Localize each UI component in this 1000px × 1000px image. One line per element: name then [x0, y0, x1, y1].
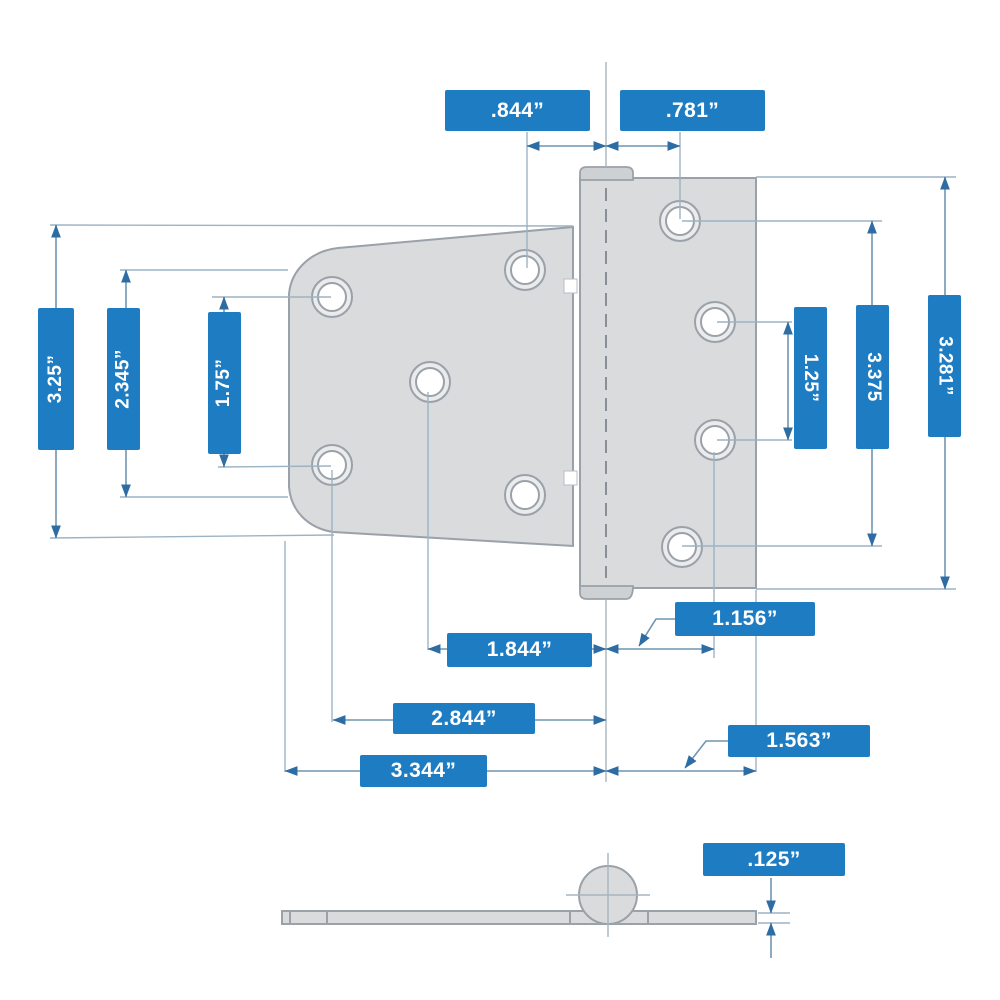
dim-label-1844: 1.844”	[447, 633, 592, 667]
dim-label-left-outer: 3.25”	[38, 308, 74, 450]
dim-label-right-middle: 3.375	[856, 305, 889, 449]
dim-label-1156: 1.156”	[675, 602, 815, 636]
barrel-cap-bottom	[579, 585, 634, 600]
extension-lines	[49, 62, 956, 782]
dim-label-top-left: .844”	[445, 90, 590, 131]
leader-1563	[684, 740, 729, 769]
dim-label-top-right: .781”	[620, 90, 765, 131]
screw-holes	[311, 200, 736, 568]
side-view	[281, 853, 790, 958]
dim-label-left-middle: 2.345”	[107, 308, 140, 450]
barrel-cap-top	[579, 166, 634, 181]
dim-label-thickness: .125”	[703, 843, 845, 876]
dim-label-right-outer: 3.281”	[928, 295, 961, 437]
knuckle-notch-bottom	[563, 470, 578, 486]
dim-label-1563: 1.563”	[728, 725, 870, 757]
front-view	[288, 166, 757, 600]
side-leaf-bar	[281, 910, 757, 925]
knuckle-notch-top	[563, 278, 578, 294]
leader-lines	[638, 618, 729, 769]
dim-label-2844: 2.844”	[393, 703, 535, 734]
dim-label-3344: 3.344”	[360, 755, 487, 787]
dim-label-right-inner: 1.25”	[794, 307, 827, 449]
dim-label-left-inner: 1.75”	[208, 312, 241, 454]
leader-1156	[638, 618, 676, 647]
gate-plate	[579, 177, 757, 589]
